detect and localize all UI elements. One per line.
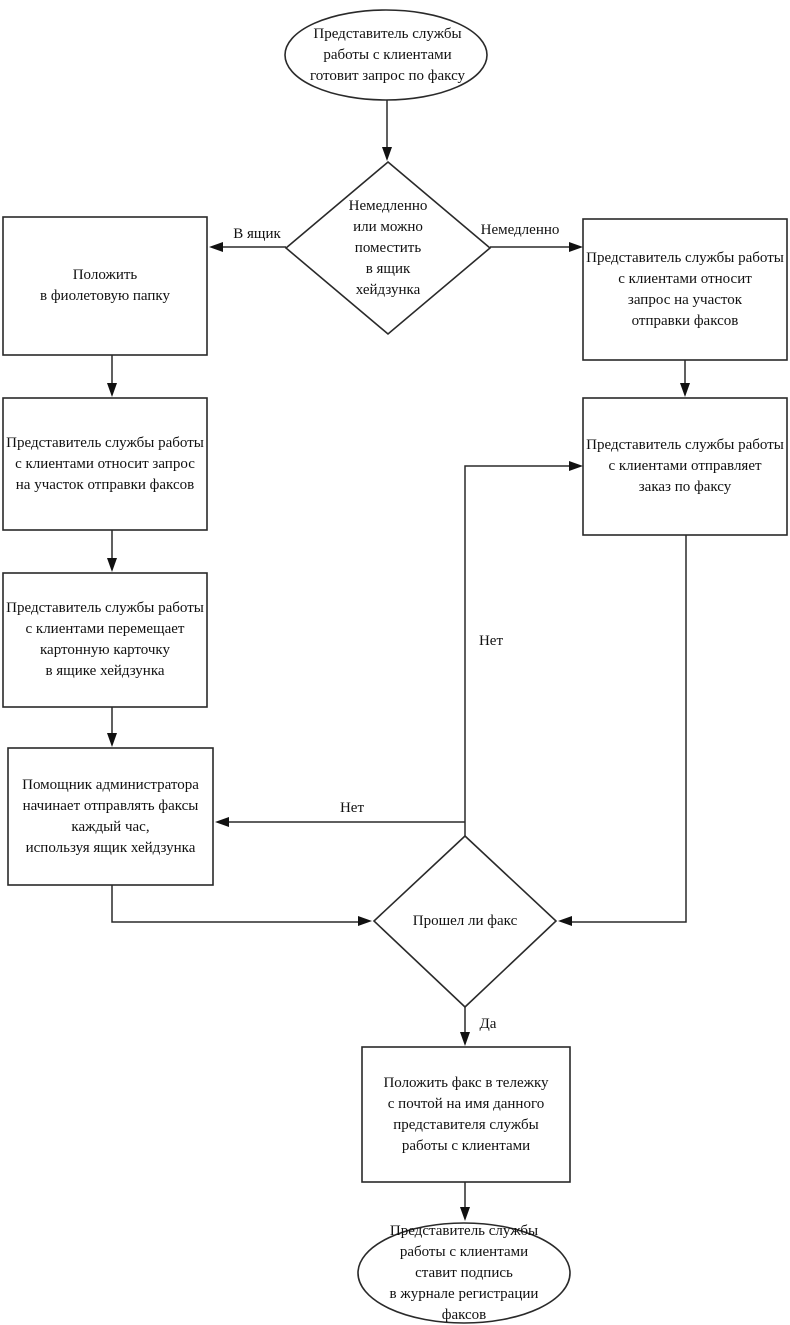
arrowhead-into-end bbox=[460, 1207, 470, 1221]
edge-admin-to-decision2 bbox=[111, 885, 360, 923]
start-ellipse-shape bbox=[284, 9, 488, 101]
arrowhead-no-into-send-fax bbox=[569, 461, 583, 471]
carry-request-left-label: Представитель службы работы с клиентами … bbox=[6, 434, 204, 493]
put-fax-cart-label: Положить факс в тележку с почтой на имя … bbox=[383, 1074, 549, 1154]
arrowhead-into-move-card bbox=[107, 558, 117, 572]
decision-heijunka-label: Немедленно или можно поместить в ящик хе… bbox=[348, 197, 428, 298]
end-ellipse-shape bbox=[357, 1222, 571, 1324]
edge-label-no-upper: Нет bbox=[478, 633, 504, 649]
arrowhead-into-purple-folder bbox=[209, 242, 223, 252]
put-fax-cart-box-shape bbox=[361, 1046, 571, 1183]
edge-decision2-no-to-send-fax bbox=[464, 465, 570, 836]
admin-assistant-box-shape bbox=[7, 747, 214, 886]
carry-request-left-box-shape bbox=[2, 397, 208, 531]
decision-heijunka-diamond-shape bbox=[284, 160, 492, 336]
arrowhead-into-carry-left bbox=[107, 383, 117, 397]
start-node-label: Представитель службы работы с клиентами … bbox=[309, 25, 466, 84]
edge-label-yes: Да bbox=[479, 1016, 497, 1032]
arrowhead-into-carry-right bbox=[569, 242, 583, 252]
arrowhead-into-decision2-left bbox=[358, 916, 372, 926]
edge-label-to-box: В ящик bbox=[233, 226, 281, 242]
move-card-box-shape bbox=[2, 572, 208, 708]
send-fax-box-shape bbox=[582, 397, 788, 536]
arrowhead-into-decision2-right bbox=[558, 916, 572, 926]
arrowhead-no-into-admin bbox=[215, 817, 229, 827]
put-purple-folder-box-shape bbox=[2, 216, 208, 356]
carry-request-right-label: Представитель службы работы с клиентами … bbox=[586, 249, 784, 329]
move-card-label: Представитель службы работы с клиентами … bbox=[6, 600, 204, 679]
send-fax-label: Представитель службы работы с клиентами … bbox=[586, 437, 784, 495]
edge-label-no-lower: Нет bbox=[339, 800, 365, 816]
end-node-label: Представитель службы работы с клиентами … bbox=[389, 1222, 539, 1323]
admin-assistant-label: Помощник администратора начинает отправл… bbox=[22, 776, 199, 856]
arrowhead-into-decision1 bbox=[382, 147, 392, 161]
edge-label-immediately: Немедленно bbox=[480, 222, 560, 238]
edge-send-fax-to-decision2 bbox=[571, 535, 687, 923]
arrowhead-into-admin bbox=[107, 733, 117, 747]
decision-fax-ok-label: Прошел ли факс bbox=[412, 912, 518, 929]
put-purple-folder-label: Положить в фиолетовую папку bbox=[40, 267, 170, 304]
arrowhead-yes-into-cart bbox=[460, 1032, 470, 1046]
arrowhead-into-send-fax-top bbox=[680, 383, 690, 397]
